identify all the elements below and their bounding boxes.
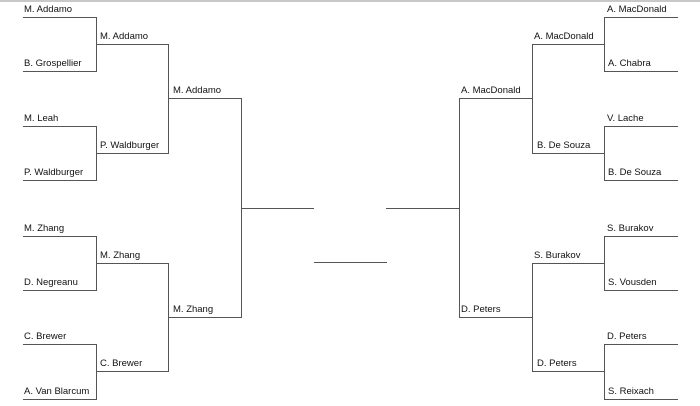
left-r1-line xyxy=(23,17,96,18)
right-r2-player: A. MacDonald xyxy=(534,31,594,42)
left-r2-line xyxy=(96,371,168,372)
right-r2-player: B. De Souza xyxy=(537,140,591,151)
right-r3-player: A. MacDonald xyxy=(461,85,521,96)
right-r1-player: S. Burakov xyxy=(607,223,654,234)
right-r1-player: V. Lache xyxy=(607,113,644,124)
right-r1-line xyxy=(604,71,678,72)
right-r1-line xyxy=(604,126,678,127)
right-r2-line xyxy=(532,371,604,372)
right-r1-connector xyxy=(604,17,605,72)
right-r2-line xyxy=(532,263,604,264)
right-r2-line xyxy=(532,153,604,154)
left-r1-player: M. Zhang xyxy=(24,223,65,234)
left-r2-line xyxy=(96,153,168,154)
left-r2-player: M. Zhang xyxy=(100,250,141,261)
right-r1-connector xyxy=(604,126,605,181)
right-r3-line xyxy=(459,98,532,99)
left-r1-player: A. Van Blarcum xyxy=(24,386,90,397)
right-r2-connector xyxy=(532,44,533,154)
left-final-line xyxy=(241,208,314,209)
right-r1-player: S. Vousden xyxy=(608,277,657,288)
left-r3-line xyxy=(168,317,241,318)
left-r2-connector xyxy=(168,44,169,154)
right-r3-line xyxy=(459,317,532,318)
right-r3-player: D. Peters xyxy=(461,304,501,315)
left-r1-player: C. Brewer xyxy=(24,331,67,342)
left-r1-connector xyxy=(96,344,97,400)
left-r3-line xyxy=(168,98,241,99)
right-r2-player: S. Burakov xyxy=(534,250,581,261)
right-r1-player: A. Chabra xyxy=(608,58,651,69)
right-r1-line xyxy=(604,236,678,237)
left-r1-line xyxy=(23,290,96,291)
left-r1-line xyxy=(23,180,96,181)
right-r1-player: S. Reixach xyxy=(608,386,654,397)
left-r1-line xyxy=(23,236,96,237)
right-final-line xyxy=(386,208,459,209)
left-r2-line xyxy=(96,263,168,264)
left-r1-line xyxy=(23,399,96,400)
champion-line xyxy=(314,262,387,263)
left-r2-player: M. Addamo xyxy=(100,31,149,42)
right-r1-line xyxy=(604,290,678,291)
left-r2-player: C. Brewer xyxy=(100,358,143,369)
right-r1-connector xyxy=(604,344,605,400)
left-r2-line xyxy=(96,44,168,45)
left-r1-line xyxy=(23,126,96,127)
right-r1-connector xyxy=(604,236,605,291)
right-r1-line xyxy=(604,17,678,18)
right-r1-line xyxy=(604,344,678,345)
left-r1-player: B. Grospellier xyxy=(24,58,82,69)
left-r3-player: M. Addamo xyxy=(173,85,222,96)
right-r1-line xyxy=(604,399,678,400)
right-r2-connector xyxy=(532,263,533,372)
right-r1-line xyxy=(604,180,678,181)
left-r1-line xyxy=(23,71,96,72)
right-r2-line xyxy=(532,44,604,45)
left-r3-player: M. Zhang xyxy=(173,304,214,315)
right-r3-connector xyxy=(459,98,460,318)
right-r1-player: B. De Souza xyxy=(608,167,662,178)
left-r1-player: M. Leah xyxy=(24,113,59,124)
top-border xyxy=(0,0,700,2)
left-r1-player: D. Negreanu xyxy=(24,277,78,288)
right-r1-player: D. Peters xyxy=(607,331,647,342)
left-r1-line xyxy=(23,344,96,345)
left-r1-player: M. Addamo xyxy=(24,4,73,15)
right-r1-player: A. MacDonald xyxy=(607,4,667,15)
left-r1-player: P. Waldburger xyxy=(24,167,84,178)
right-r2-player: D. Peters xyxy=(537,358,577,369)
left-r2-player: P. Waldburger xyxy=(100,140,160,151)
